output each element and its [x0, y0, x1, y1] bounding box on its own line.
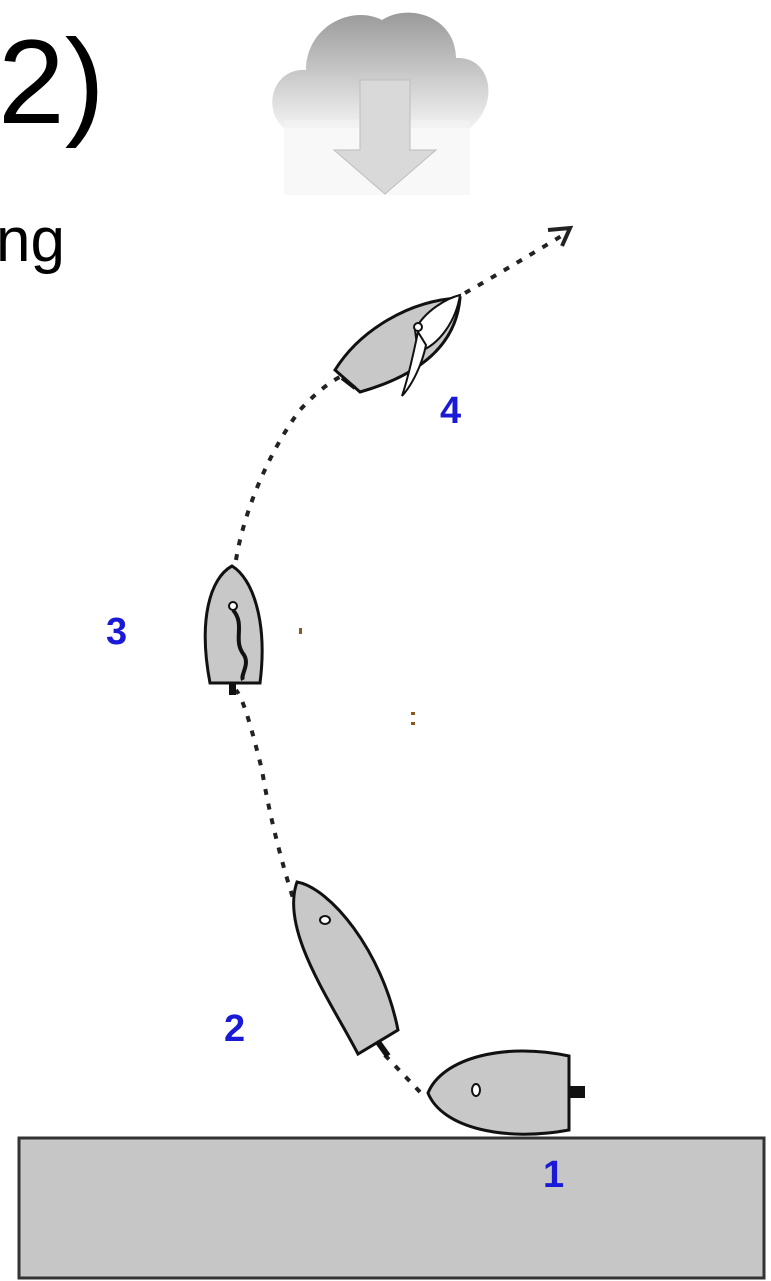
cloud-wind-arrow-icon: [272, 12, 489, 195]
dotted-path-arrow: [234, 230, 570, 1094]
position-label-2: 2: [224, 1008, 246, 1050]
title-fragment: 2): [0, 15, 105, 149]
dock: [17, 1136, 766, 1280]
position-label-3: 3: [106, 611, 128, 653]
small-artifacts: [299, 628, 415, 725]
boat-position-1: [426, 1049, 585, 1136]
boat-position-4: [333, 293, 462, 397]
path-arrowhead: [547, 225, 574, 247]
position-label-1: 1: [543, 1154, 565, 1196]
boat-position-2: [292, 880, 400, 1058]
position-label-4: 4: [440, 390, 462, 432]
boat-position-3: [203, 564, 264, 695]
subtitle-fragment: ng: [0, 206, 65, 275]
